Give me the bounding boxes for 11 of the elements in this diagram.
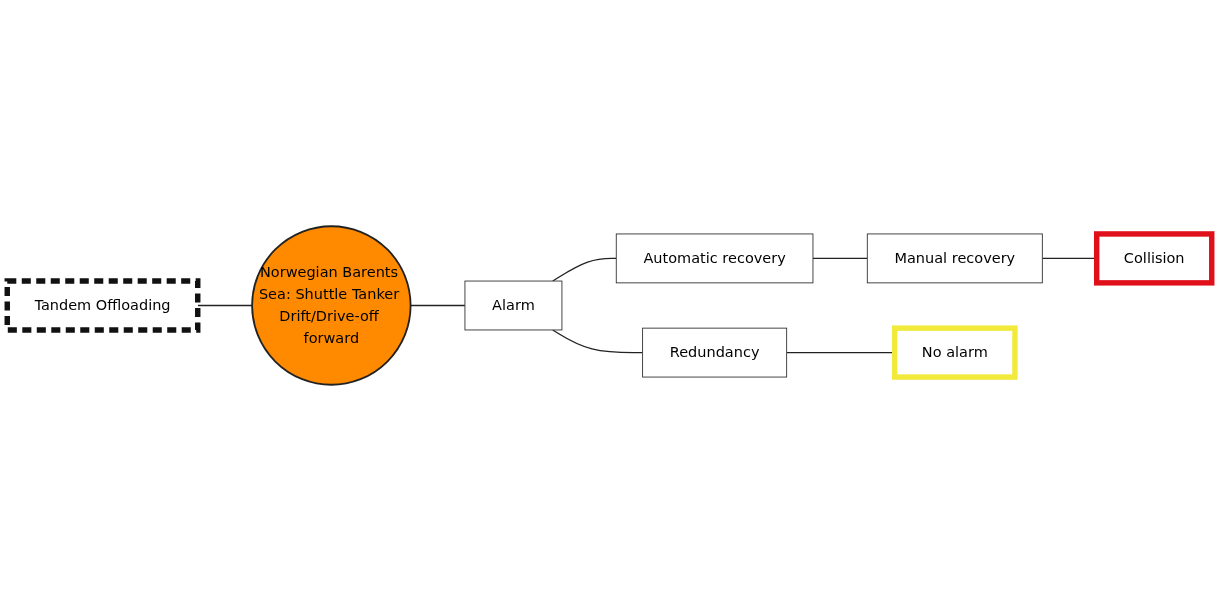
connector: [812, 257, 868, 260]
node-circle: Norwegian Barents Sea: Shuttle Tanker Drift/Drive-off forward: [251, 225, 412, 386]
node-box: Alarm: [464, 280, 563, 331]
node-box: Tandem Offloading: [4, 278, 201, 333]
node-box: Automatic recovery: [615, 233, 814, 284]
node-box: Manual recovery: [866, 233, 1043, 284]
connector: [552, 257, 617, 282]
connector: [552, 329, 644, 354]
node-box: Collision: [1093, 231, 1215, 286]
node-box: Redundancy: [642, 327, 788, 378]
node-box: No alarm: [891, 325, 1018, 380]
